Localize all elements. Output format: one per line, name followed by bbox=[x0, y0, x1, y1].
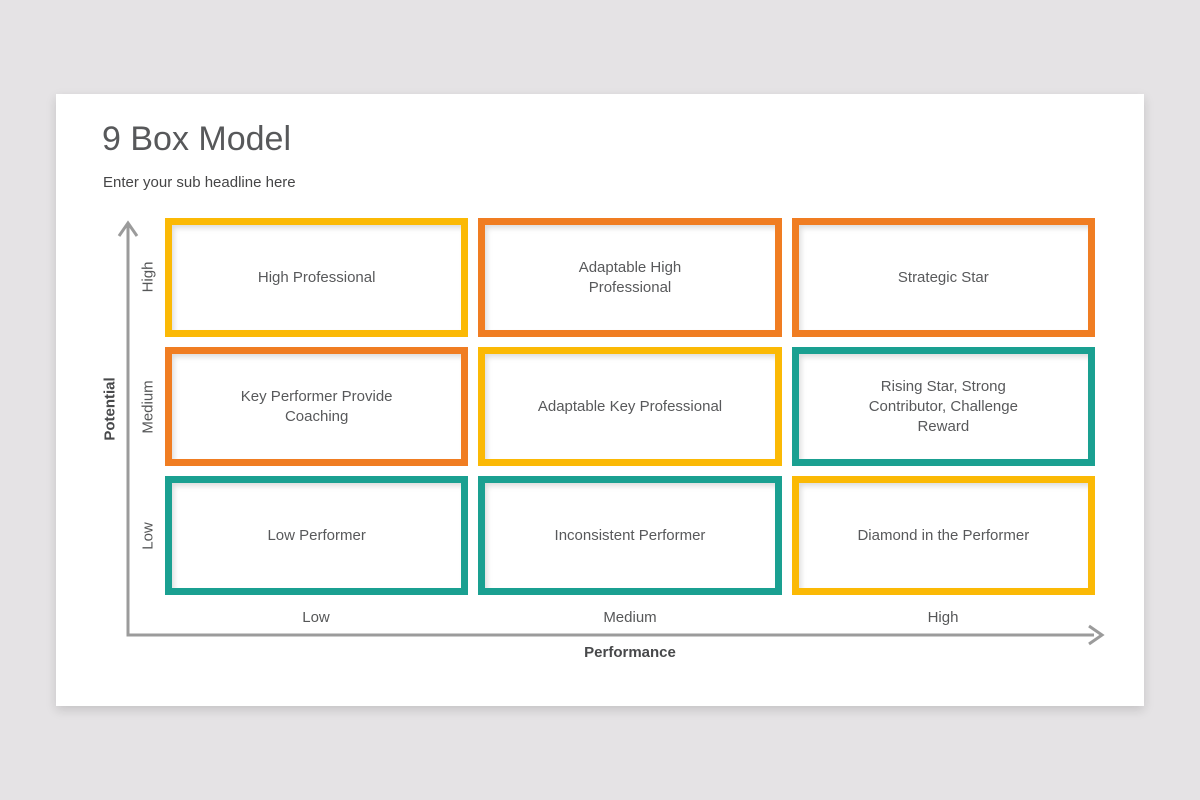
cell-label: Adaptable Key Professional bbox=[537, 397, 723, 415]
cell-label: Diamond in the Performer bbox=[857, 526, 1030, 544]
matrix-cell-low-high: Diamond in the Performer bbox=[791, 476, 1095, 595]
cell-label: Low Performer bbox=[267, 526, 366, 544]
page-subtitle: Enter your sub headline here bbox=[103, 174, 296, 191]
matrix-cell-low-low: Low Performer bbox=[165, 476, 469, 595]
matrix-cell-high-medium: Adaptable High Professional bbox=[478, 218, 782, 337]
cell-label: Inconsistent Performer bbox=[554, 526, 706, 544]
x-tick-medium: Medium bbox=[603, 609, 657, 626]
matrix-cell-medium-high: Rising Star, Strong Contributor, Challen… bbox=[791, 347, 1095, 466]
cell-label: Strategic Star bbox=[897, 268, 989, 286]
y-axis-arrowhead-icon bbox=[117, 220, 139, 237]
matrix-cell-medium-medium: Adaptable Key Professional bbox=[478, 347, 782, 466]
y-axis-title: Potential bbox=[101, 377, 119, 441]
x-tick-low: Low bbox=[302, 609, 330, 626]
y-tick-low: Low bbox=[139, 522, 157, 550]
page-title: 9 Box Model bbox=[102, 120, 291, 158]
cell-label: Rising Star, Strong Contributor, Challen… bbox=[868, 377, 1018, 435]
x-axis-arrowhead-icon bbox=[1088, 624, 1105, 646]
matrix-cell-high-high: Strategic Star bbox=[791, 218, 1095, 337]
nine-box-grid: High Professional Adaptable High Profess… bbox=[165, 218, 1095, 595]
matrix-cell-high-low: High Professional bbox=[165, 218, 469, 337]
matrix-cell-medium-low: Key Performer Provide Coaching bbox=[165, 347, 469, 466]
cell-label: Key Performer Provide Coaching bbox=[240, 387, 393, 425]
slide-canvas: 9 Box Model Enter your sub headline here… bbox=[56, 94, 1144, 706]
matrix-cell-low-medium: Inconsistent Performer bbox=[478, 476, 782, 595]
cell-label: Adaptable High Professional bbox=[578, 258, 682, 296]
x-tick-high: High bbox=[927, 609, 959, 626]
cell-label: High Professional bbox=[257, 268, 376, 286]
y-tick-high: High bbox=[139, 261, 157, 293]
x-axis-title: Performance bbox=[584, 644, 676, 661]
y-tick-medium: Medium bbox=[139, 380, 157, 434]
